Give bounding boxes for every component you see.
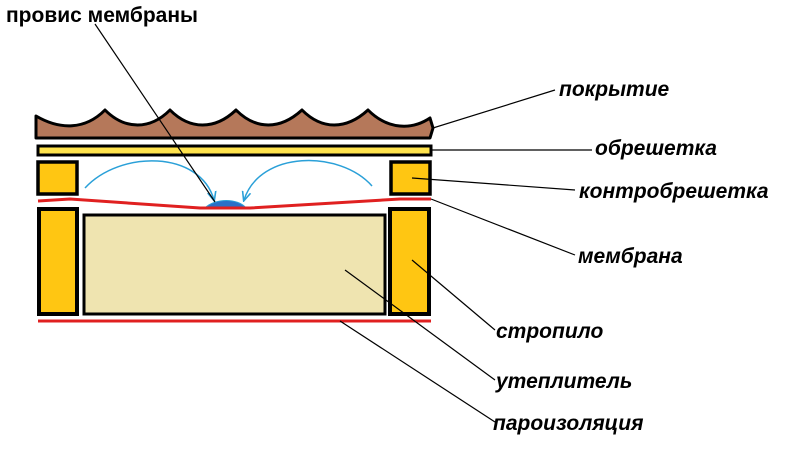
rafter-right [388, 207, 431, 316]
label-membrane: мембрана [578, 245, 683, 268]
membrane-line [37, 197, 431, 210]
leader-insulation [344, 269, 496, 381]
leader-counter-batten [411, 177, 576, 191]
leader-rafter [411, 259, 496, 331]
label-membrane-sag: провис мембраны [6, 4, 198, 27]
label-counter-batten: контробрешетка [579, 180, 769, 203]
counter-batten-right [389, 160, 432, 196]
label-vapor-barrier: пароизоляция [493, 412, 643, 435]
batten-strip [36, 144, 433, 157]
airflow-arrow-right [244, 159, 373, 200]
rafter-left [37, 207, 79, 316]
label-batten: обрешетка [595, 137, 717, 160]
leader-sag [94, 23, 216, 203]
roof-covering [34, 108, 435, 140]
label-covering: покрытие [559, 78, 670, 101]
label-rafter: стропило [496, 320, 603, 343]
insulation-block [82, 213, 387, 316]
counter-batten-left [36, 160, 79, 196]
leader-vapor-barrier [339, 320, 496, 423]
label-insulation: утеплитель [495, 370, 632, 393]
leader-membrane [430, 198, 576, 256]
airflow-arrow-left [84, 160, 214, 200]
leader-covering [432, 89, 556, 129]
